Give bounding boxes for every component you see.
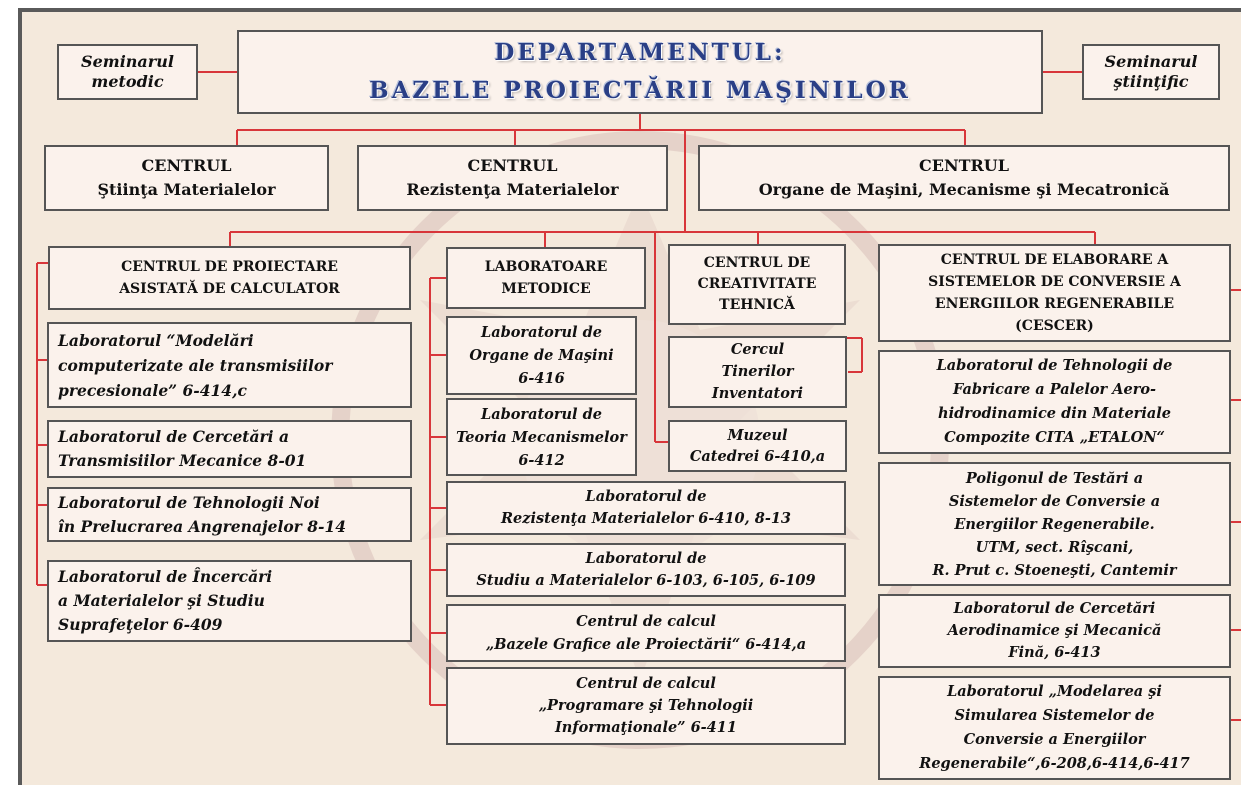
seminar-stiintific-label: Seminarul ştiinţific xyxy=(1104,52,1198,91)
lab-label: Muzeul Catedrei 6-410,a xyxy=(689,427,826,465)
cad-center-title: CENTRUL DE PROIECTARE ASISTATĂ DE CALCUL… xyxy=(119,259,340,297)
creativity-center-header: CENTRUL DE CREATIVITATE TEHNICĂ xyxy=(668,244,846,325)
lab-label: Laboratorul de Tehnologii de Fabricare a… xyxy=(936,357,1173,446)
center-label: CENTRUL Organe de Maşini, Mecanisme şi M… xyxy=(758,156,1170,199)
cescer-center-header: CENTRUL DE ELABORARE A SISTEMELOR DE CON… xyxy=(878,244,1231,342)
lab-label: Laboratorul de Rezistenţa Materialelor 6… xyxy=(500,488,792,527)
lab-box: Laboratorul de Tehnologii Noi în Prelucr… xyxy=(47,487,412,542)
lab-label: Laboratorul de Cercetări Aerodinamice şi… xyxy=(947,600,1162,661)
methodical-labs-title: LABORATOARE METODICE xyxy=(484,259,608,297)
cad-center-header: CENTRUL DE PROIECTARE ASISTATĂ DE CALCUL… xyxy=(48,246,411,310)
lab-box: Laboratorul de Cercetări Aerodinamice şi… xyxy=(878,594,1231,668)
lab-label: Laboratorul „Modelarea şi Simularea Sist… xyxy=(919,683,1190,772)
center-label: CENTRUL Rezistenţa Materialelor xyxy=(406,156,619,199)
lab-box: Muzeul Catedrei 6-410,a xyxy=(668,420,847,472)
lab-label: Laboratorul de Studiu a Materialelor 6-1… xyxy=(476,550,816,589)
creativity-center-title: CENTRUL DE CREATIVITATE TEHNICĂ xyxy=(697,255,817,313)
methodical-labs-header: LABORATOARE METODICE xyxy=(446,247,646,309)
lab-label: Laboratorul de Tehnologii Noi în Prelucr… xyxy=(58,492,347,536)
center-box: CENTRUL Ştiinţa Materialelor xyxy=(44,145,329,211)
lab-label: Centrul de calcul „Bazele Grafice ale Pr… xyxy=(485,613,807,653)
lab-box: Laboratorul de Studiu a Materialelor 6-1… xyxy=(446,543,846,597)
lab-label: Laboratorul de Organe de Maşini 6-416 xyxy=(469,324,614,387)
lab-box: Cercul Tinerilor Inventatori xyxy=(668,336,847,408)
lab-label: Laboratorul “Modelări computerizate ale … xyxy=(58,330,333,400)
lab-label: Laboratorul de Cercetări a Transmisiilor… xyxy=(58,427,307,470)
seminar-stiintific-box: Seminarul ştiinţific xyxy=(1082,44,1220,100)
center-label: CENTRUL Ştiinţa Materialelor xyxy=(97,156,276,199)
lab-box: Laboratorul de Rezistenţa Materialelor 6… xyxy=(446,481,846,535)
seminar-metodic-label: Seminarul metodic xyxy=(81,52,174,91)
lab-box: Centrul de calcul „Programare şi Tehnolo… xyxy=(446,667,846,745)
center-box: CENTRUL Organe de Maşini, Mecanisme şi M… xyxy=(698,145,1230,211)
lab-label: Cercul Tinerilor Inventatori xyxy=(711,341,804,402)
lab-box: Poligonul de Testări a Sistemelor de Con… xyxy=(878,462,1231,586)
lab-label: Centrul de calcul „Programare şi Tehnolo… xyxy=(538,675,754,736)
lab-box: Centrul de calcul „Bazele Grafice ale Pr… xyxy=(446,604,846,662)
lab-box: Laboratorul de Încercări a Materialelor … xyxy=(47,560,412,642)
lab-box: Laboratorul de Teoria Mecanismelor 6-412 xyxy=(446,398,637,476)
lab-label: Poligonul de Testări a Sistemelor de Con… xyxy=(932,469,1177,579)
lab-box: Laboratorul “Modelări computerizate ale … xyxy=(47,322,412,408)
lab-box: Laboratorul de Cercetări a Transmisiilor… xyxy=(47,420,412,478)
lab-label: Laboratorul de Teoria Mecanismelor 6-412 xyxy=(456,405,627,469)
department-title: DEPARTAMENTUL: BAZELE PROIECTĂRII MAŞINI… xyxy=(369,39,911,104)
center-box: CENTRUL Rezistenţa Materialelor xyxy=(357,145,668,211)
cescer-center-title: CENTRUL DE ELABORARE A SISTEMELOR DE CON… xyxy=(928,252,1181,334)
lab-box: Laboratorul de Tehnologii de Fabricare a… xyxy=(878,350,1231,454)
seminar-metodic-box: Seminarul metodic xyxy=(57,44,198,100)
lab-box: Laboratorul de Organe de Maşini 6-416 xyxy=(446,316,637,395)
lab-box: Laboratorul „Modelarea şi Simularea Sist… xyxy=(878,676,1231,780)
lab-label: Laboratorul de Încercări a Materialelor … xyxy=(58,567,273,634)
department-title-box: DEPARTAMENTUL: BAZELE PROIECTĂRII MAŞINI… xyxy=(237,30,1043,114)
